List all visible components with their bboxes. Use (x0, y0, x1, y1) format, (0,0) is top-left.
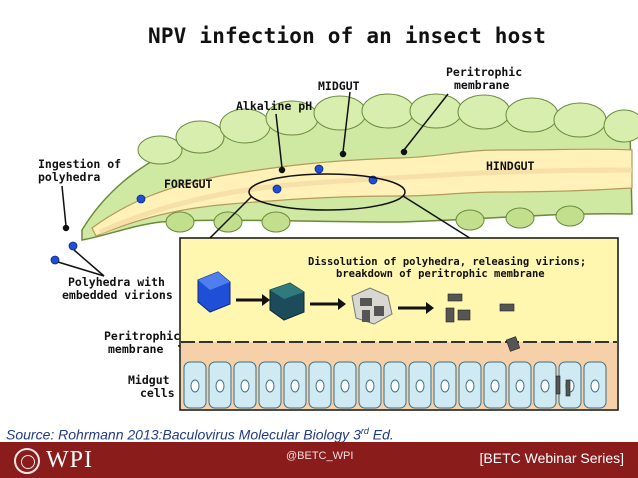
footer-bar: WPI @BETC_WPI [BETC Webinar Series] (0, 442, 638, 478)
polyhedra-in-gut (50, 164, 378, 265)
label-line: Peritrophic (446, 65, 523, 79)
label-dissolution: Dissolution of polyhedra, releasing viri… (308, 256, 586, 280)
label-line: polyhedra (38, 170, 101, 184)
source-suffix: Ed. (368, 426, 394, 443)
label-alkaline-ph: Alkaline pH (236, 99, 313, 113)
slide-title: NPV infection of an insect host (148, 24, 547, 48)
source-superscript: rd (360, 426, 369, 436)
released-virions (445, 293, 571, 397)
caterpillar-body (81, 93, 638, 241)
wpi-logo[interactable]: WPI (14, 447, 93, 474)
polyhedron-intact (197, 271, 231, 313)
polyhedron-dissolving (269, 282, 305, 321)
label-hindgut: HINDGUT (486, 159, 535, 173)
source-text: Source: Rohrmann 2013:Baculovirus Molecu… (6, 426, 361, 443)
label-peritrophic-top: Peritrophic membrane (446, 66, 522, 92)
label-midgut: MIDGUT (318, 79, 360, 93)
label-peritrophic-bottom: Peritrophic membrane (104, 330, 180, 356)
inset-box (179, 237, 619, 411)
label-ingestion: Ingestion of polyhedra (38, 158, 121, 184)
label-line: Dissolution of polyhedra, releasing viri… (308, 256, 587, 268)
label-midgut-cells: Midgut cells (128, 374, 175, 400)
label-line: Peritrophic (104, 329, 181, 343)
label-line: membrane (454, 78, 510, 92)
twitter-handle: @BETC_WPI (286, 450, 354, 462)
label-line: cells (140, 386, 175, 400)
seal-icon (14, 447, 40, 474)
label-polyhedra-virions: Polyhedra with embedded virions (62, 276, 173, 302)
series-label: [BETC Webinar Series] (479, 450, 624, 466)
source-citation: Source: Rohrmann 2013:Baculovirus Molecu… (6, 426, 394, 443)
label-line: embedded virions (62, 288, 173, 302)
infection-diagram (50, 91, 638, 411)
logo-text: WPI (46, 447, 93, 473)
label-line: Polyhedra with (68, 275, 165, 289)
zoom-region (248, 173, 406, 211)
label-line: Midgut (128, 373, 170, 387)
label-line: membrane (108, 342, 164, 356)
label-foregut: FOREGUT (164, 177, 213, 191)
polyhedron-releasing (351, 287, 393, 325)
label-line: breakdown of peritrophic membrane (336, 268, 545, 280)
label-line: Ingestion of (38, 157, 122, 171)
